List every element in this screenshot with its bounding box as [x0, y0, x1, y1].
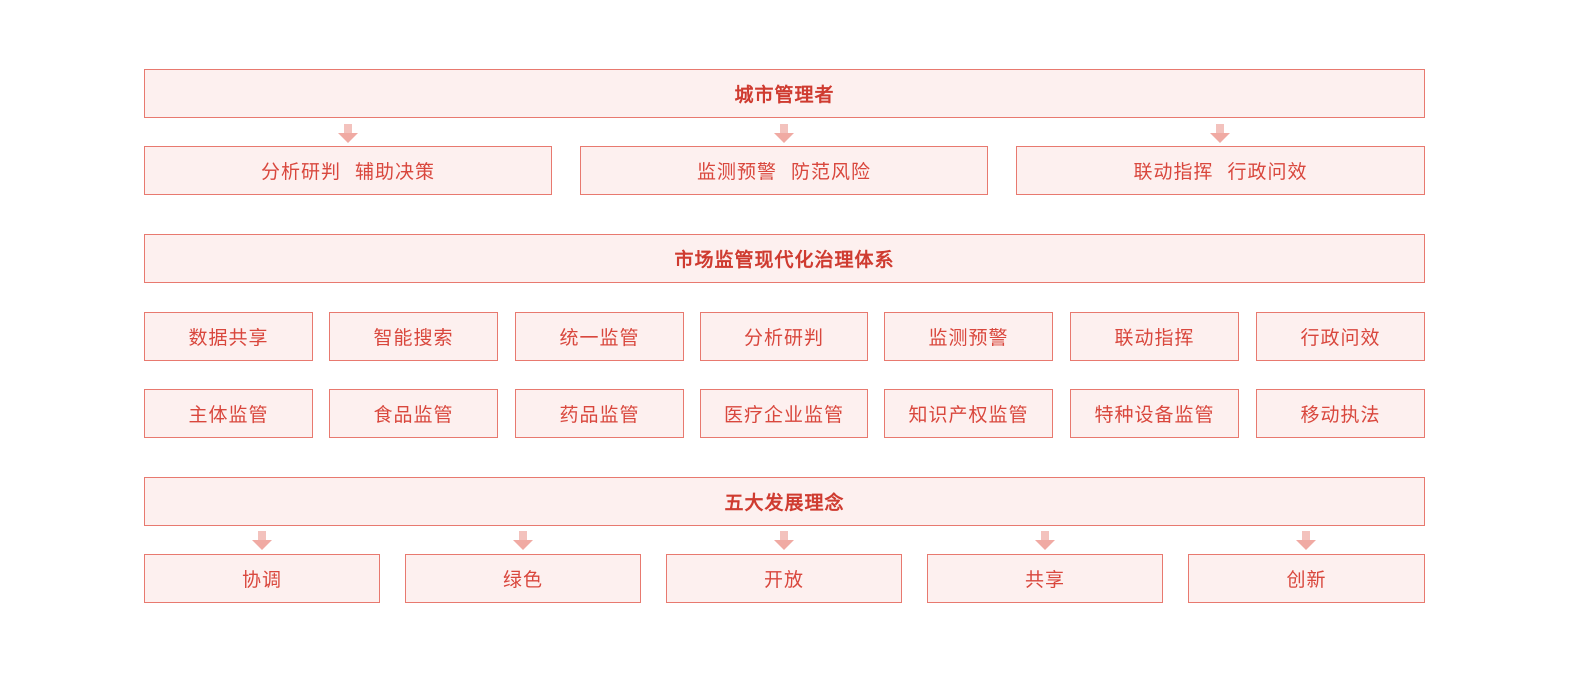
capability-item: 监测预警 [884, 312, 1053, 361]
regulation-item: 主体监管 [144, 389, 313, 438]
capability-item: 行政问效 [1256, 312, 1425, 361]
arrow-down-icon [338, 124, 358, 143]
development-concepts-header: 五大发展理念 [144, 477, 1425, 526]
regulation-item: 食品监管 [329, 389, 498, 438]
concept-item-coordination: 协调 [144, 554, 380, 603]
regulation-item: 移动执法 [1256, 389, 1425, 438]
governance-system-header: 市场监管现代化治理体系 [144, 234, 1425, 283]
arrow-down-icon [1210, 124, 1230, 143]
top-item-monitoring: 监测预警 防范风险 [580, 146, 988, 195]
arrow-down-icon [774, 531, 794, 550]
concept-item-green: 绿色 [405, 554, 641, 603]
regulation-item: 特种设备监管 [1070, 389, 1239, 438]
concept-item-openness: 开放 [666, 554, 902, 603]
capability-item: 智能搜索 [329, 312, 498, 361]
city-manager-header: 城市管理者 [144, 69, 1425, 118]
concept-item-sharing: 共享 [927, 554, 1163, 603]
arrow-down-icon [1035, 531, 1055, 550]
capability-item: 分析研判 [700, 312, 868, 361]
arrow-down-icon [774, 124, 794, 143]
regulation-item: 知识产权监管 [884, 389, 1053, 438]
capability-item: 联动指挥 [1070, 312, 1239, 361]
regulation-item: 药品监管 [515, 389, 684, 438]
regulation-item: 医疗企业监管 [700, 389, 868, 438]
top-item-analysis: 分析研判 辅助决策 [144, 146, 552, 195]
arrow-down-icon [513, 531, 533, 550]
concept-item-innovation: 创新 [1188, 554, 1425, 603]
capability-item: 数据共享 [144, 312, 313, 361]
top-item-command: 联动指挥 行政问效 [1016, 146, 1425, 195]
capability-item: 统一监管 [515, 312, 684, 361]
arrow-down-icon [252, 531, 272, 550]
arrow-down-icon [1296, 531, 1316, 550]
